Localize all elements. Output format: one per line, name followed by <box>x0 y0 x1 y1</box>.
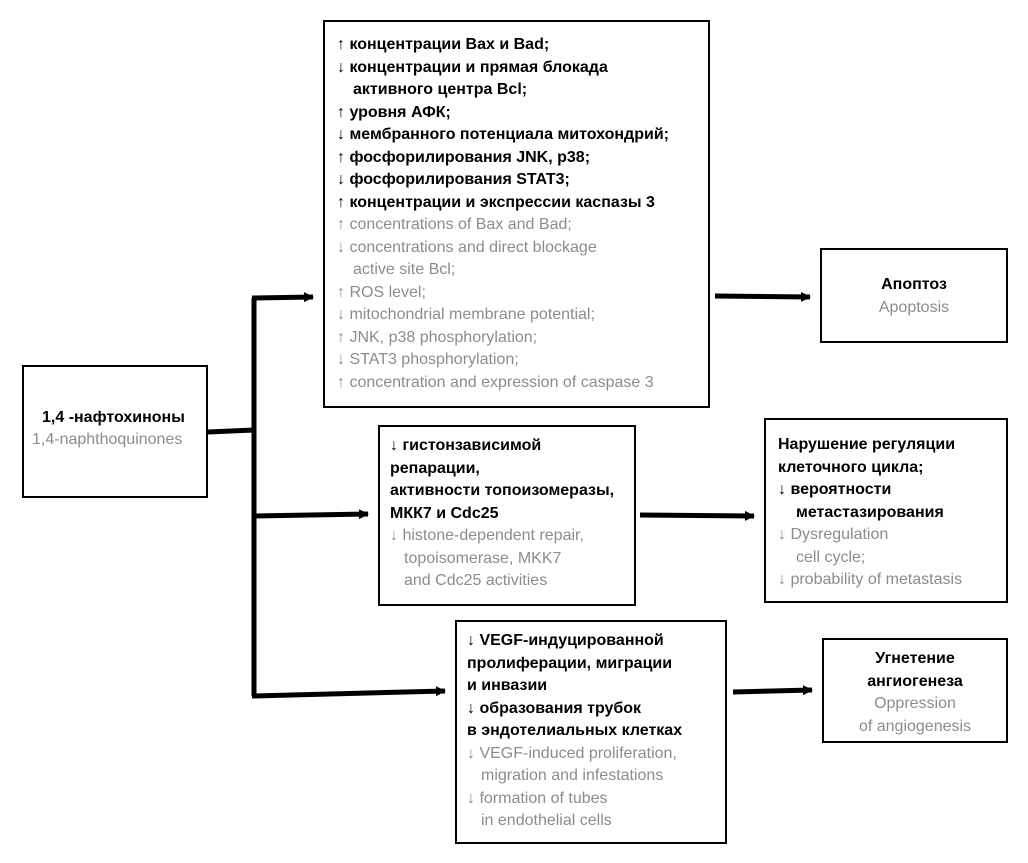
text-line-ru: метастазирования <box>796 503 944 521</box>
arrow-to-mechanism-cell-cycle <box>251 509 369 520</box>
text-line-ru: активного центра Bcl; <box>353 81 528 98</box>
text-line-en: ↓ mitochondrial membrane potential; <box>337 306 595 323</box>
text-line-ru: ↓ гистонзависимой <box>390 437 542 454</box>
text-line-en: ↓ formation of tubes <box>467 789 608 807</box>
text-line-ru: ↑ фосфорилирования JNK, p38; <box>337 148 591 166</box>
source-box: 1,4 -нафтохиноны 1,4-naphthoquinones <box>22 365 208 498</box>
text-line-ru: репарации, <box>390 459 480 477</box>
text-line-ru: в эндотелиальных клетках <box>467 722 683 739</box>
text-line-ru: пролиферации, миграции <box>467 654 673 672</box>
connector-source-to-branch <box>207 427 255 435</box>
text-line-ru: МКК7 и Cdc25 <box>390 504 499 522</box>
text-line-en: of angiogenesis <box>858 717 972 735</box>
text-line-ru: ↓ вероятности <box>778 481 892 498</box>
text-line-ru: и инвазии <box>467 677 548 694</box>
mechanism-lines-angiogenesis: ↓ VEGF-индуцированной пролиферации, мигра… <box>457 622 725 842</box>
text-line-ru: активности топоизомеразы, <box>390 482 615 499</box>
arrow-to-outcome-angiogenesis <box>732 685 813 696</box>
text-line-ru: клеточного цикла; <box>778 458 924 476</box>
arrow-to-mechanism-apoptosis <box>251 292 314 303</box>
text-line-ru: ↓ концентрации и прямая блокада <box>337 58 608 76</box>
arrow-to-mechanism-angiogenesis <box>251 686 446 699</box>
text-line-en: ↑ concentrations of Bax and Bad; <box>337 216 572 233</box>
text-line-en: ↑ JNK, p38 phosphorylation; <box>337 328 538 346</box>
text-line-ru: ↓ образования трубок <box>467 699 642 717</box>
text-line-en: migration and infestations <box>481 767 664 784</box>
text-line-ru: ангиогенеза <box>867 672 963 690</box>
text-line-en: topoisomerase, MKK7 <box>404 549 562 567</box>
arrow-to-outcome-cell-cycle <box>639 510 755 521</box>
mechanism-lines-cell-cycle: ↓ гистонзависимой репарации, активности то… <box>380 427 634 604</box>
text-line-en: ↓ histone-dependent repair, <box>390 527 584 544</box>
text-line-en: ↓ probability of metastasis <box>778 571 963 588</box>
text-line-en: active site Bcl; <box>353 261 456 278</box>
mechanism-box-apoptosis: ↑ концентрации Bax и Bad; ↓ концентрации … <box>323 20 710 408</box>
outcome-lines-cell-cycle: Нарушение регуляции клеточного цикла; ↓ ве… <box>766 420 1006 601</box>
outcome-box-cell-cycle: Нарушение регуляции клеточного цикла; ↓ ве… <box>764 418 1008 603</box>
arrow-to-outcome-apoptosis <box>714 291 811 302</box>
text-line-en: Apoptosis <box>878 298 950 316</box>
text-line-ru: ↑ концентрации и экспрессии каспазы 3 <box>337 193 655 211</box>
text-line-en: cell cycle; <box>796 548 866 566</box>
text-line-ru: Угнетение <box>875 650 955 667</box>
text-line-en: and Cdc25 activities <box>404 572 548 589</box>
text-line-en: in endothelial cells <box>481 812 612 829</box>
text-line-en: ↓ concentrations and direct blockage <box>337 238 597 256</box>
text-line-en: Oppression <box>874 695 956 712</box>
text-line-en: ↓ STAT3 phosphorylation; <box>337 351 519 368</box>
text-line-en: ↓ Dysregulation <box>778 526 889 543</box>
text-line-ru: ↓ мембранного потенциала митохондрий; <box>337 126 669 143</box>
text-line-ru: ↓ фосфорилирования STAT3; <box>337 171 570 188</box>
text-line-en: ↑ ROS level; <box>337 283 426 301</box>
text-line-ru: ↑ уровня АФК; <box>337 103 451 121</box>
source-label-ru: 1,4 -нафтохиноны <box>42 409 185 426</box>
text-line-ru: ↑ концентрации Bax и Bad; <box>337 36 550 53</box>
mechanism-box-cell-cycle: ↓ гистонзависимой репарации, активности то… <box>378 425 636 606</box>
mechanism-box-angiogenesis: ↓ VEGF-индуцированной пролиферации, мигра… <box>455 620 727 844</box>
text-line-en: ↓ VEGF-induced proliferation, <box>467 744 677 762</box>
mechanism-lines-apoptosis: ↑ концентрации Bax и Bad; ↓ концентрации … <box>325 22 708 406</box>
source-label-en: 1,4-naphthoquinones <box>32 431 183 448</box>
text-line-ru: ↓ VEGF-индуцированной <box>467 632 664 649</box>
text-line-ru: Нарушение регуляции <box>778 436 956 453</box>
text-line-ru: Апоптоз <box>881 276 947 293</box>
text-line-en: ↑ concentration and expression of caspas… <box>337 373 654 391</box>
